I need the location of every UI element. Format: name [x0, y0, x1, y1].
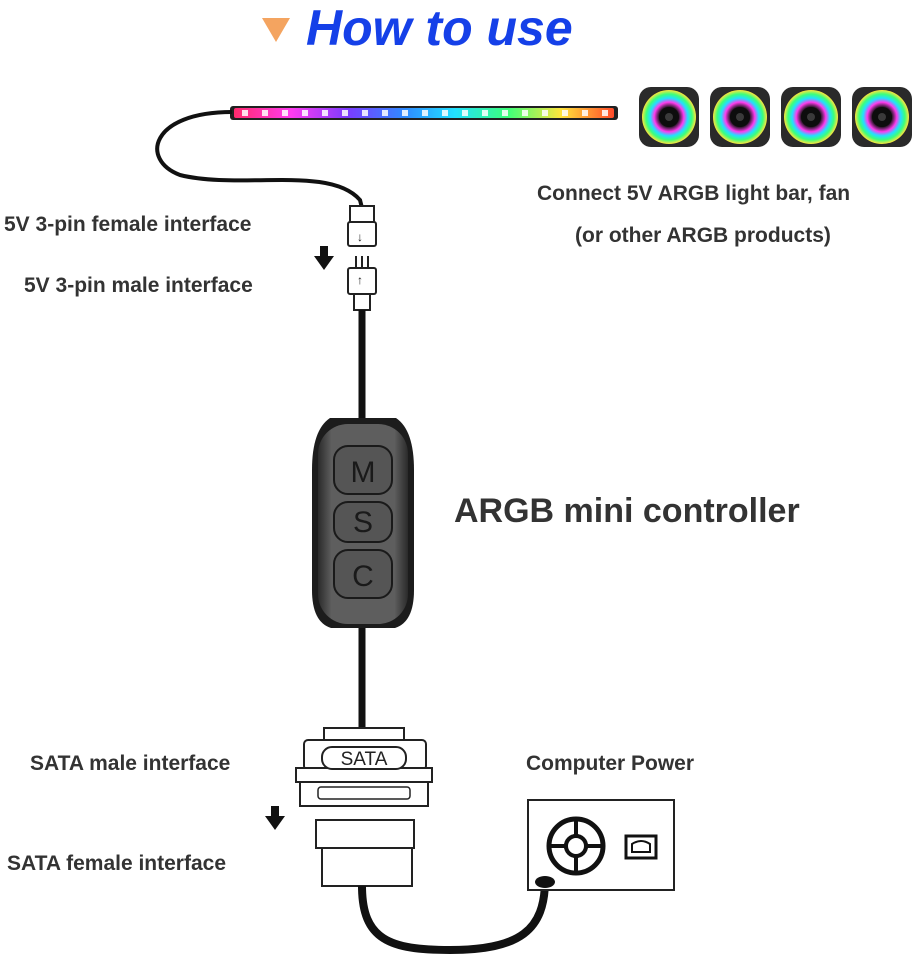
down-arrow-icon: [314, 246, 334, 270]
rgb-fan-icon: [781, 87, 841, 147]
button-s-label: S: [353, 506, 373, 539]
computer-power-label: Computer Power: [526, 752, 694, 775]
computer-power-supply: [527, 799, 675, 891]
strip-cable: [155, 110, 364, 209]
led-dot: [442, 110, 448, 116]
led-dots: [242, 110, 608, 116]
led-dot: [282, 110, 288, 116]
controller-button-c[interactable]: [333, 549, 393, 599]
svg-text:↑: ↑: [357, 273, 363, 287]
controller-label: ARGB mini controller: [454, 492, 800, 530]
led-dot: [262, 110, 268, 116]
led-dot: [322, 110, 328, 116]
connect-products-label-line1: Connect 5V ARGB light bar, fan: [537, 182, 850, 205]
led-dot: [542, 110, 548, 116]
down-arrow-icon: [265, 806, 285, 830]
led-dot: [462, 110, 468, 116]
led-dot: [602, 110, 608, 116]
rgb-fan-icon: [710, 87, 770, 147]
led-dot: [582, 110, 588, 116]
rgb-fan-icon: [852, 87, 912, 147]
led-dot: [362, 110, 368, 116]
down-triangle-icon: [262, 18, 290, 42]
svg-text:↓: ↓: [357, 230, 363, 244]
led-dot: [522, 110, 528, 116]
male-3pin-connector: ↑: [347, 256, 377, 311]
fan-group: [639, 87, 912, 147]
power-socket-icon: [624, 834, 658, 860]
led-dot: [502, 110, 508, 116]
controller-button-s[interactable]: [333, 501, 393, 543]
sata-connector-label: SATA: [341, 749, 388, 770]
led-dot: [562, 110, 568, 116]
female-3pin-label: 5V 3-pin female interface: [4, 213, 251, 236]
female-3pin-connector: ↓: [347, 205, 377, 247]
led-dot: [382, 110, 388, 116]
sata-female-connector: [315, 819, 415, 887]
power-switch-icon: [546, 816, 606, 876]
led-dot: [342, 110, 348, 116]
led-dot: [402, 110, 408, 116]
connect-products-label-line2: (or other ARGB products): [575, 224, 831, 247]
male-3pin-label: 5V 3-pin male interface: [24, 274, 253, 297]
button-c-label: C: [352, 560, 374, 593]
led-dot: [422, 110, 428, 116]
argb-light-bar: [230, 106, 618, 120]
power-cable: [358, 879, 549, 955]
led-dot: [482, 110, 488, 116]
title-group: How to use: [262, 0, 573, 56]
page-title: How to use: [306, 0, 573, 56]
button-m-label: M: [351, 456, 376, 489]
controller-button-m[interactable]: [333, 445, 393, 495]
sata-female-label: SATA female interface: [7, 852, 226, 875]
led-dot: [302, 110, 308, 116]
sata-male-label: SATA male interface: [30, 752, 230, 775]
led-dot: [242, 110, 248, 116]
sata-male-connector: SATA: [295, 727, 433, 807]
argb-mini-controller: M S C: [312, 418, 414, 628]
rgb-fan-icon: [639, 87, 699, 147]
